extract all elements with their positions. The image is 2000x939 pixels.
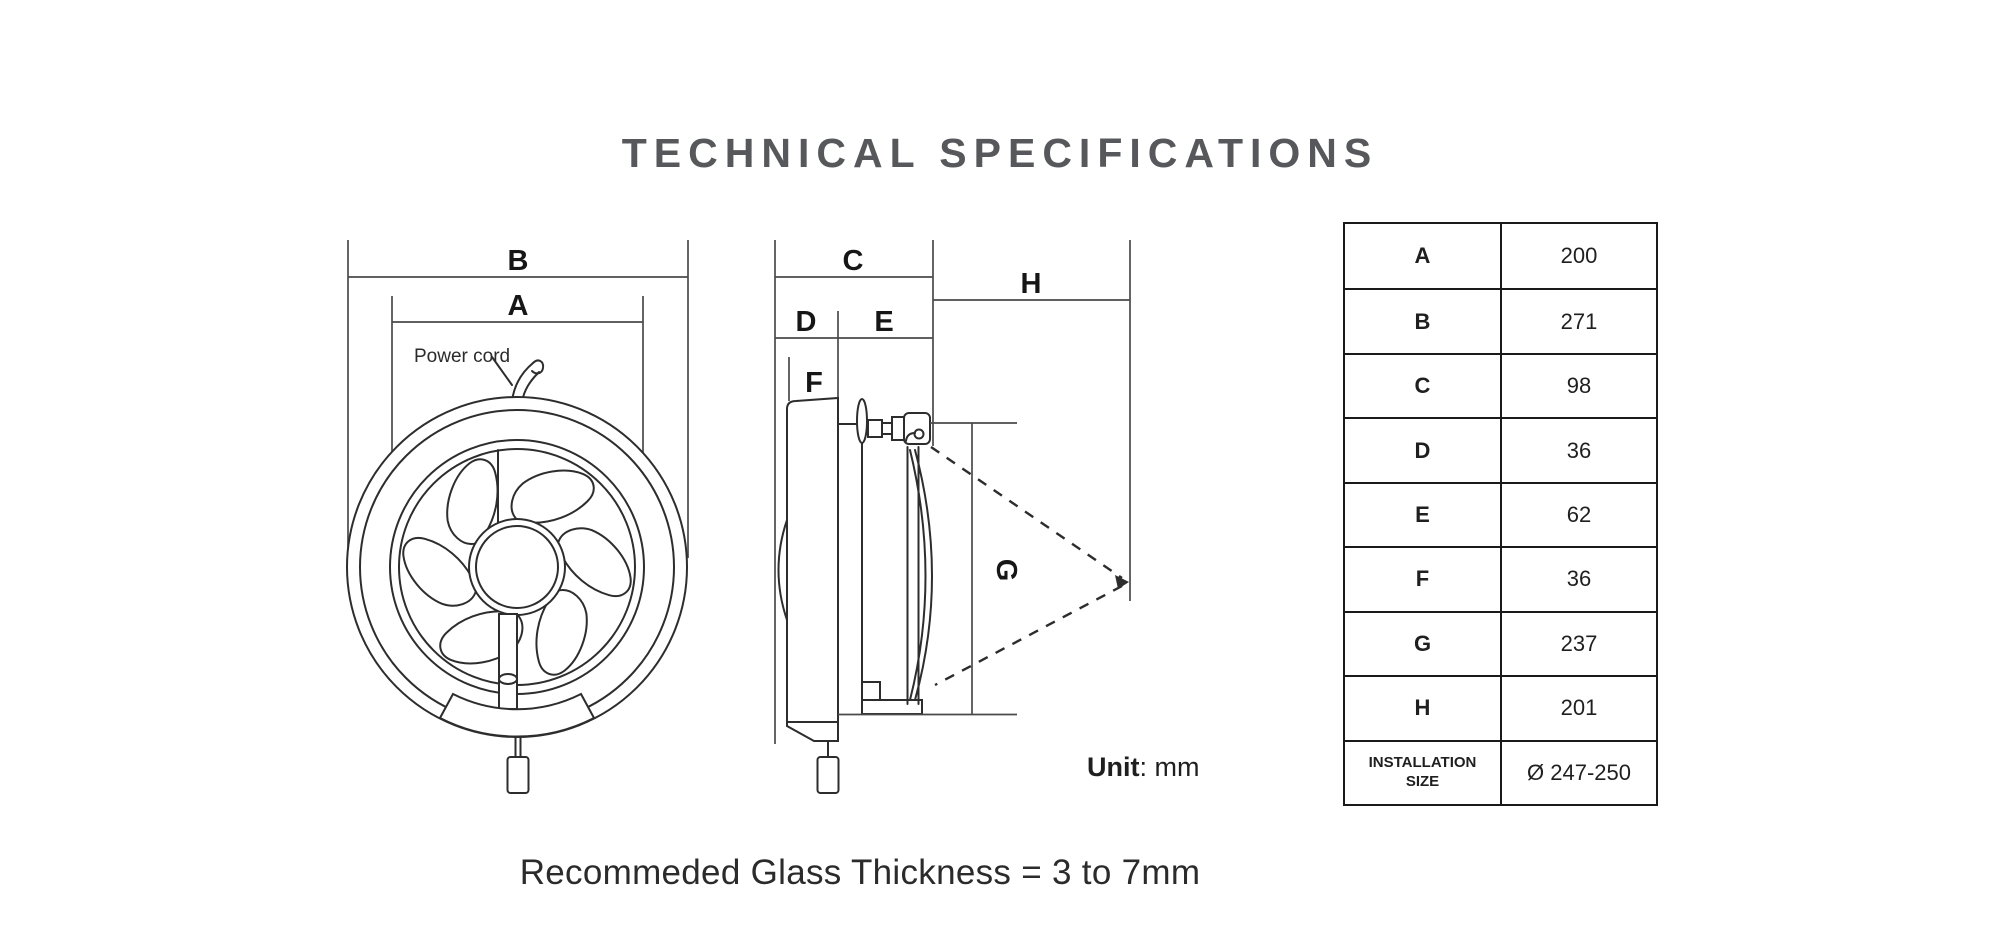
unit-note: Unit: mm xyxy=(1087,752,1199,783)
table-row: A 200 xyxy=(1345,224,1656,289)
power-cord-drawing xyxy=(511,359,545,403)
dimension-f: F xyxy=(788,357,823,401)
spec-value: 36 xyxy=(1566,437,1592,463)
fan-front-view: B A Power cord xyxy=(346,240,689,794)
spec-label: A xyxy=(1345,224,1502,289)
pull-column xyxy=(498,613,518,710)
spec-label: E xyxy=(1345,483,1502,547)
dim-label-g: G xyxy=(990,559,1022,582)
spec-value: 201 xyxy=(1560,695,1598,721)
table-row: G 237 xyxy=(1345,610,1656,676)
spec-label: B xyxy=(1345,290,1502,353)
table-row: E 62 xyxy=(1345,481,1656,547)
table-row: C 98 xyxy=(1345,352,1656,418)
power-cord-label: Power cord xyxy=(414,346,510,367)
dimension-c: C xyxy=(775,245,933,278)
dim-label-h: H xyxy=(1021,268,1042,300)
dim-label-f: F xyxy=(805,367,823,399)
spec-label: G xyxy=(1345,612,1502,676)
spec-value: 237 xyxy=(1560,630,1598,656)
dim-label-d: D xyxy=(796,306,817,338)
dimension-g: G xyxy=(838,422,1022,716)
pull-switch-side xyxy=(816,756,840,794)
swing-arc-dashed xyxy=(930,446,1129,687)
dimension-b: B xyxy=(347,240,689,558)
spec-value: 62 xyxy=(1566,501,1592,527)
dim-label-a: A xyxy=(508,290,529,322)
spec-label: D xyxy=(1345,419,1502,482)
arrow-head xyxy=(1115,575,1129,589)
power-cord-callout: Power cord xyxy=(414,346,513,386)
dim-label-c: C xyxy=(843,245,864,277)
table-row: B 271 xyxy=(1345,288,1656,353)
spec-table: A 200 B 271 C 98 D 36 E 62 F 36 G 237 H xyxy=(1343,222,1658,806)
dimension-d-e: D E xyxy=(775,306,933,402)
motor-box xyxy=(903,412,931,445)
unit-value: : mm xyxy=(1139,752,1200,782)
table-row: INSTALLATION SIZE Ø 247-250 xyxy=(1345,739,1656,804)
spec-value: 271 xyxy=(1560,308,1598,334)
page-title: TECHNICAL SPECIFICATIONS xyxy=(621,130,1379,176)
spec-label: C xyxy=(1345,354,1502,418)
spec-label: H xyxy=(1345,677,1502,740)
dimension-h: H xyxy=(933,268,1130,301)
louver-band xyxy=(438,692,596,738)
table-row: H 201 xyxy=(1345,675,1656,740)
spec-value: 200 xyxy=(1560,243,1598,269)
spec-label: F xyxy=(1345,548,1502,611)
spec-value: 36 xyxy=(1566,566,1592,592)
table-row: F 36 xyxy=(1345,546,1656,611)
unit-label: Unit xyxy=(1087,752,1140,782)
spec-value: Ø 247-250 xyxy=(1527,759,1631,785)
spec-label-installation-size: INSTALLATION SIZE xyxy=(1345,741,1502,804)
pull-switch-front xyxy=(506,756,530,794)
table-row: D 36 xyxy=(1345,417,1656,482)
dim-label-b: B xyxy=(508,245,529,277)
dim-label-e: E xyxy=(874,306,893,338)
spec-value: 98 xyxy=(1566,373,1592,399)
glass-thickness-note: Recommeded Glass Thickness = 3 to 7mm xyxy=(519,853,1201,892)
side-body xyxy=(777,396,933,794)
fan-body xyxy=(346,396,688,794)
fan-side-view: C H D E F xyxy=(774,240,1131,794)
